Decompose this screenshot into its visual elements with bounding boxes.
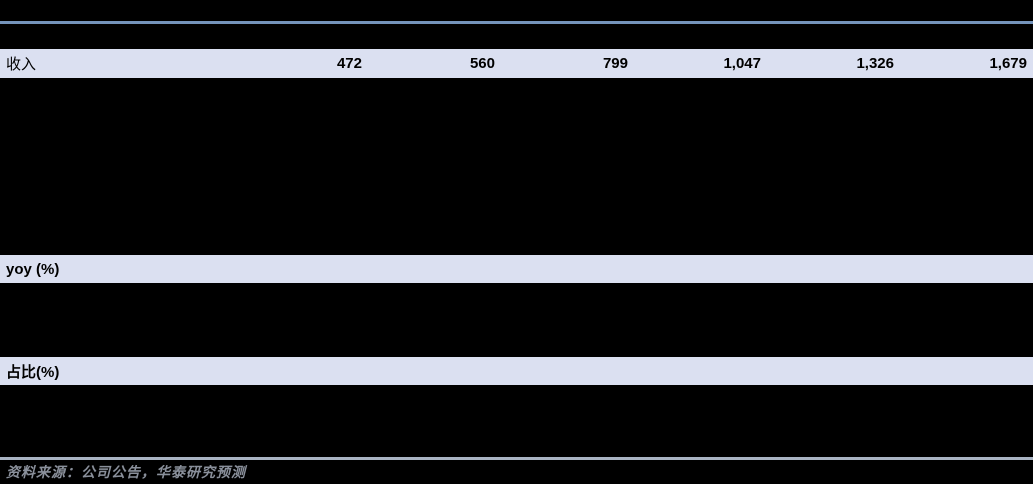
table-top-border bbox=[0, 21, 1033, 24]
cell-value: 1,679 bbox=[989, 55, 1027, 72]
row-label-share: 占比(%) bbox=[6, 363, 60, 381]
source-note: 资料来源：公司公告，华泰研究预测 bbox=[6, 466, 246, 481]
cell-value: 1,047 bbox=[723, 55, 761, 72]
table-row-yoy: yoy (%) bbox=[0, 255, 1033, 283]
table-row-share: 占比(%) bbox=[0, 357, 1033, 385]
row-label-revenue: 收入 bbox=[6, 57, 37, 73]
row-label-yoy: yoy (%) bbox=[6, 260, 60, 278]
cell-value: 799 bbox=[602, 55, 628, 72]
table-bottom-border bbox=[0, 457, 1033, 460]
cell-value: 472 bbox=[336, 55, 362, 72]
cell-value: 1,326 bbox=[856, 55, 894, 72]
table-row-revenue: 收入 472 560 799 1,047 1,326 1,679 bbox=[0, 49, 1033, 78]
cell-value: 560 bbox=[469, 55, 495, 72]
